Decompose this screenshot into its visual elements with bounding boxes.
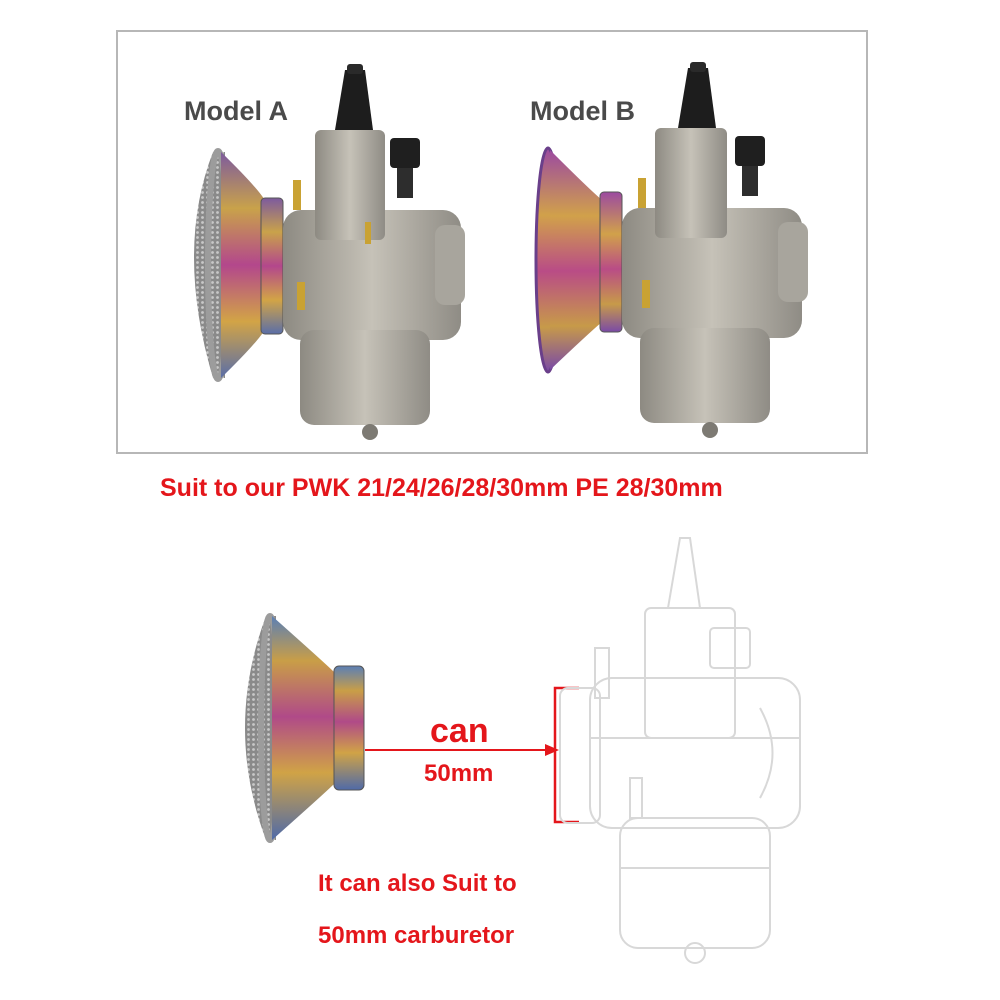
- size-label: 50mm: [424, 760, 494, 787]
- also-suit-line-1: It can also Suit to: [318, 870, 517, 897]
- carburetor-model-a-image: [194, 64, 465, 440]
- fit-arrow: [365, 744, 559, 756]
- model-a-label: Model A: [184, 96, 288, 126]
- carburetor-outline-image: [559, 537, 801, 964]
- carburetor-model-b-image: [534, 62, 808, 438]
- product-frame: [116, 30, 868, 454]
- can-label: can: [430, 712, 489, 750]
- velocity-stack-image: [245, 613, 365, 843]
- compatibility-caption: Suit to our PWK 21/24/26/28/30mm PE 28/3…: [160, 474, 723, 502]
- model-b-label: Model B: [530, 96, 635, 126]
- also-suit-line-2: 50mm carburetor: [318, 922, 515, 949]
